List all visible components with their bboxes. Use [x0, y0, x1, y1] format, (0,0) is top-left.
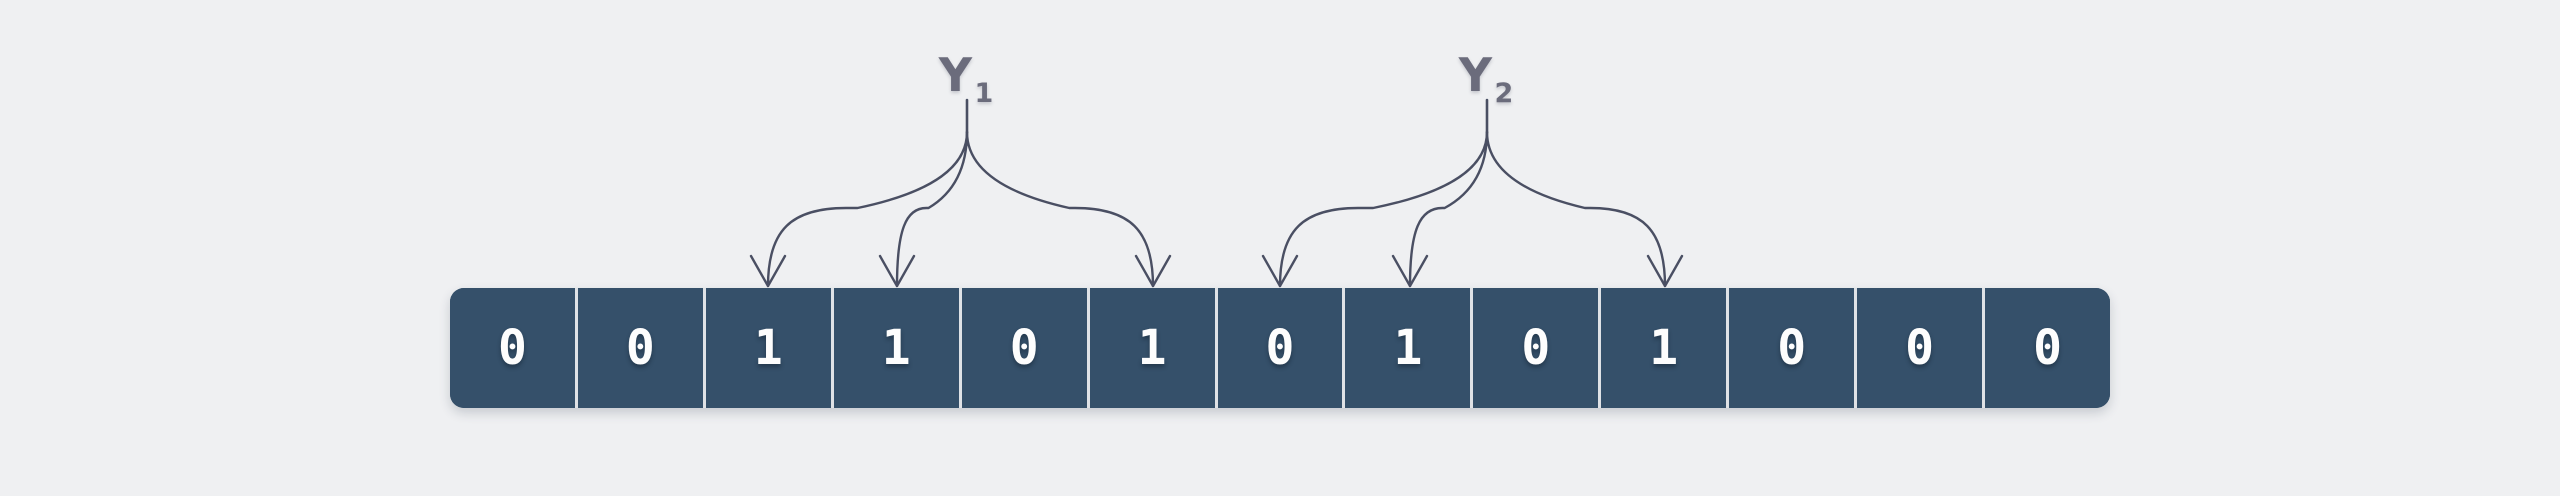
- arrow-curve: [895, 130, 969, 288]
- bit-strip: 0 0 1 1 0 1 0 1 0 1 0 0 0: [450, 288, 2110, 408]
- bit-cell[interactable]: 1: [1086, 288, 1215, 408]
- bit-value: 1: [881, 320, 911, 376]
- bit-value: 0: [1521, 320, 1551, 376]
- group-label-base: Y: [938, 48, 973, 102]
- bit-cell[interactable]: 1: [1598, 288, 1727, 408]
- bit-cell[interactable]: 0: [1214, 288, 1343, 408]
- group-label-subscript: 1: [974, 78, 994, 109]
- bit-cell[interactable]: 1: [830, 288, 959, 408]
- arrow-head-icon: [749, 254, 787, 288]
- group-label-subscript: 2: [1494, 78, 1514, 109]
- bit-cell[interactable]: 0: [1470, 288, 1599, 408]
- bit-cell[interactable]: 0: [574, 288, 703, 408]
- arrow-head-icon: [878, 254, 916, 288]
- arrow-head-icon: [1134, 254, 1172, 288]
- group-label-y2: Y2: [1459, 52, 1514, 107]
- bit-value: 0: [2033, 320, 2062, 376]
- arrow-curve: [1278, 130, 1489, 288]
- bit-cell[interactable]: 0: [1726, 288, 1855, 408]
- arrow-head-icon: [1391, 254, 1429, 288]
- arrow-curve: [1485, 130, 1667, 288]
- bit-cell[interactable]: 1: [1342, 288, 1471, 408]
- bit-value: 1: [1649, 320, 1679, 376]
- arrow-curve: [965, 130, 1155, 288]
- group-label-base: Y: [1458, 48, 1493, 102]
- bit-cell[interactable]: 0: [450, 288, 575, 408]
- arrow-curve: [766, 130, 969, 288]
- bit-cell[interactable]: 0: [958, 288, 1087, 408]
- bit-value: 0: [1905, 320, 1935, 376]
- bit-value: 0: [1265, 320, 1295, 376]
- bit-value: 0: [1777, 320, 1807, 376]
- arrow-group-y1: [749, 98, 1172, 288]
- bit-value: 0: [625, 320, 655, 376]
- arrow-head-icon: [1646, 254, 1684, 288]
- bit-value: 0: [498, 320, 527, 376]
- bit-cell[interactable]: 0: [1982, 288, 2110, 408]
- arrow-head-icon: [1261, 254, 1299, 288]
- bit-value: 1: [753, 320, 783, 376]
- bit-value: 1: [1137, 320, 1167, 376]
- bit-cell[interactable]: 0: [1854, 288, 1983, 408]
- bit-value: 1: [1393, 320, 1423, 376]
- arrow-group-y2: [1261, 98, 1684, 288]
- bit-value: 0: [1009, 320, 1039, 376]
- arrow-curve: [1408, 130, 1489, 288]
- group-label-y1: Y1: [939, 52, 994, 107]
- bit-cell[interactable]: 1: [702, 288, 831, 408]
